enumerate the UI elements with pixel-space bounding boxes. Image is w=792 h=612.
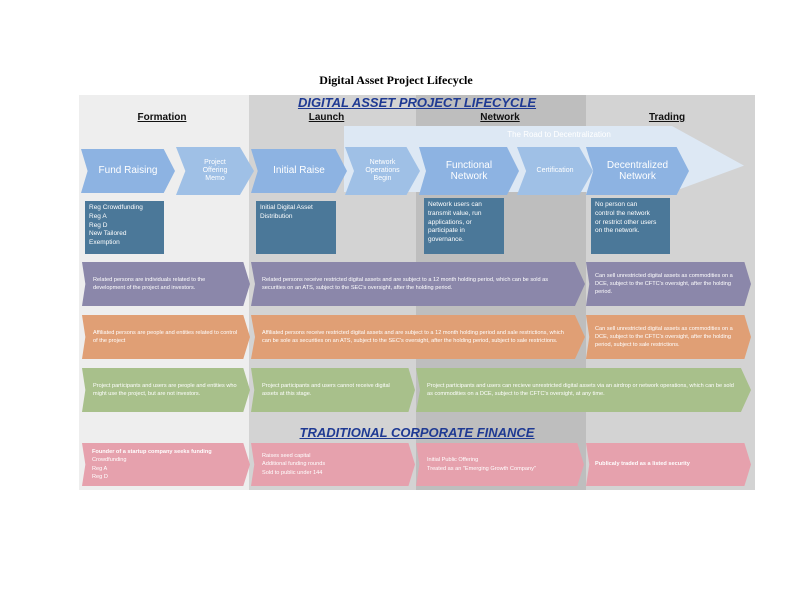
phase-formation: Formation	[137, 112, 187, 123]
traditional-title: TRADITIONAL CORPORATE FINANCE	[299, 425, 535, 440]
decentralized-network-chevron: Decentralized Network	[586, 147, 689, 195]
traditional-network-band: Initial Public Offering Treated as an "E…	[416, 443, 584, 486]
related-trading-text: Can sell unrestricted digital assets as …	[595, 272, 733, 296]
related-formation-band: Related persons are individuals related …	[82, 262, 250, 306]
exemption-item: Reg Crowdfunding	[89, 204, 143, 211]
network-functions-box: Network users can transmit value, run ap…	[424, 198, 504, 254]
network-operations-begin-label: Network Operations Begin	[365, 158, 400, 183]
affiliated-trading-band: Can sell unrestricted digital assets as …	[586, 315, 751, 359]
participants-formation-text: Project participants and users are peopl…	[93, 382, 237, 397]
launch-distribution-box: Initial Digital Asset Distribution	[256, 201, 336, 254]
trading-control-text: No person can control the network or res…	[595, 201, 657, 235]
affiliated-trading-text: Can sell unrestricted digital assets as …	[595, 325, 733, 349]
fund-raising-chevron: Fund Raising	[81, 149, 175, 193]
network-functions-text: Network users can transmit value, run ap…	[428, 201, 482, 244]
traditional-formation-line: Crowdfunding	[92, 457, 127, 464]
affiliated-launch-network-band: Affiliated persons receive restricted di…	[251, 315, 585, 359]
road-to-decentralization-label: The Road to Decentralization	[507, 130, 611, 139]
phase-network: Network	[480, 112, 520, 123]
affiliated-formation-text: Affiliated persons are people and entiti…	[93, 329, 238, 344]
participants-network-trading-text: Project participants and users can recie…	[427, 382, 734, 397]
decentralized-network-label: Decentralized Network	[606, 159, 669, 183]
related-formation-text: Related persons are individuals related …	[93, 276, 206, 291]
page-title: Digital Asset Project Lifecycle	[319, 73, 473, 87]
functional-network-chevron: Functional Network	[419, 147, 519, 195]
participants-network-trading-band: Project participants and users can recie…	[416, 368, 751, 412]
initial-raise-chevron: Initial Raise	[251, 149, 347, 193]
exemption-item: Reg D	[89, 221, 108, 229]
trading-control-box: No person can control the network or res…	[591, 198, 670, 254]
phase-trading: Trading	[648, 112, 686, 123]
formation-exemptions-box: Reg Crowdfunding Reg A Reg D New Tailore…	[85, 201, 164, 254]
participants-formation-band: Project participants and users are peopl…	[82, 368, 250, 412]
traditional-formation-line: Reg A	[92, 465, 108, 472]
traditional-formation-band: Founder of a startup company seeks fundi…	[82, 443, 250, 486]
related-trading-band: Can sell unrestricted digital assets as …	[586, 262, 751, 306]
traditional-trading-text: Publicaly traded as a listed security	[595, 461, 690, 468]
lifecycle-diagram: DIGITAL ASSET PROJECT LIFECYCLE Formatio…	[79, 95, 755, 490]
traditional-launch-band: Raises seed capital Additional funding r…	[251, 443, 415, 486]
launch-distribution-text: Initial Digital Asset Distribution	[260, 204, 313, 220]
network-operations-begin-chevron: Network Operations Begin	[345, 147, 420, 195]
affiliated-launch-network-text: Affiliated persons receive restricted di…	[262, 329, 564, 344]
related-launch-network-band: Related persons receive restricted digit…	[251, 262, 585, 306]
related-launch-network-text: Related persons receive restricted digit…	[262, 276, 549, 291]
exemption-item: New Tailored Exemption	[89, 230, 127, 247]
affiliated-formation-band: Affiliated persons are people and entiti…	[82, 315, 250, 359]
traditional-launch-line: Additional funding rounds	[262, 461, 326, 468]
traditional-launch-line: Raises seed capital	[262, 453, 311, 460]
diagram-title: DIGITAL ASSET PROJECT LIFECYCLE	[297, 95, 537, 110]
functional-network-label: Functional Network	[445, 159, 493, 183]
exemption-item: Reg A	[89, 212, 107, 220]
traditional-launch-line: Sold to public under 144	[262, 469, 323, 476]
traditional-network-line: Initial Public Offering	[427, 457, 479, 464]
participants-launch-band: Project participants and users cannot re…	[251, 368, 415, 412]
project-offering-memo-chevron: Project Offering Memo	[176, 147, 254, 195]
participants-launch-text: Project participants and users cannot re…	[262, 382, 390, 397]
phase-launch: Launch	[308, 112, 345, 123]
certification-chevron: Certification	[517, 147, 593, 195]
project-offering-memo-label: Project Offering Memo	[202, 158, 228, 183]
traditional-trading-band: Publicaly traded as a listed security	[586, 443, 751, 486]
traditional-formation-line: Founder of a startup company seeks fundi…	[92, 449, 212, 456]
traditional-network-line: Treated as an "Emerging Growth Company"	[427, 465, 536, 472]
traditional-formation-line: Reg D	[92, 473, 108, 480]
